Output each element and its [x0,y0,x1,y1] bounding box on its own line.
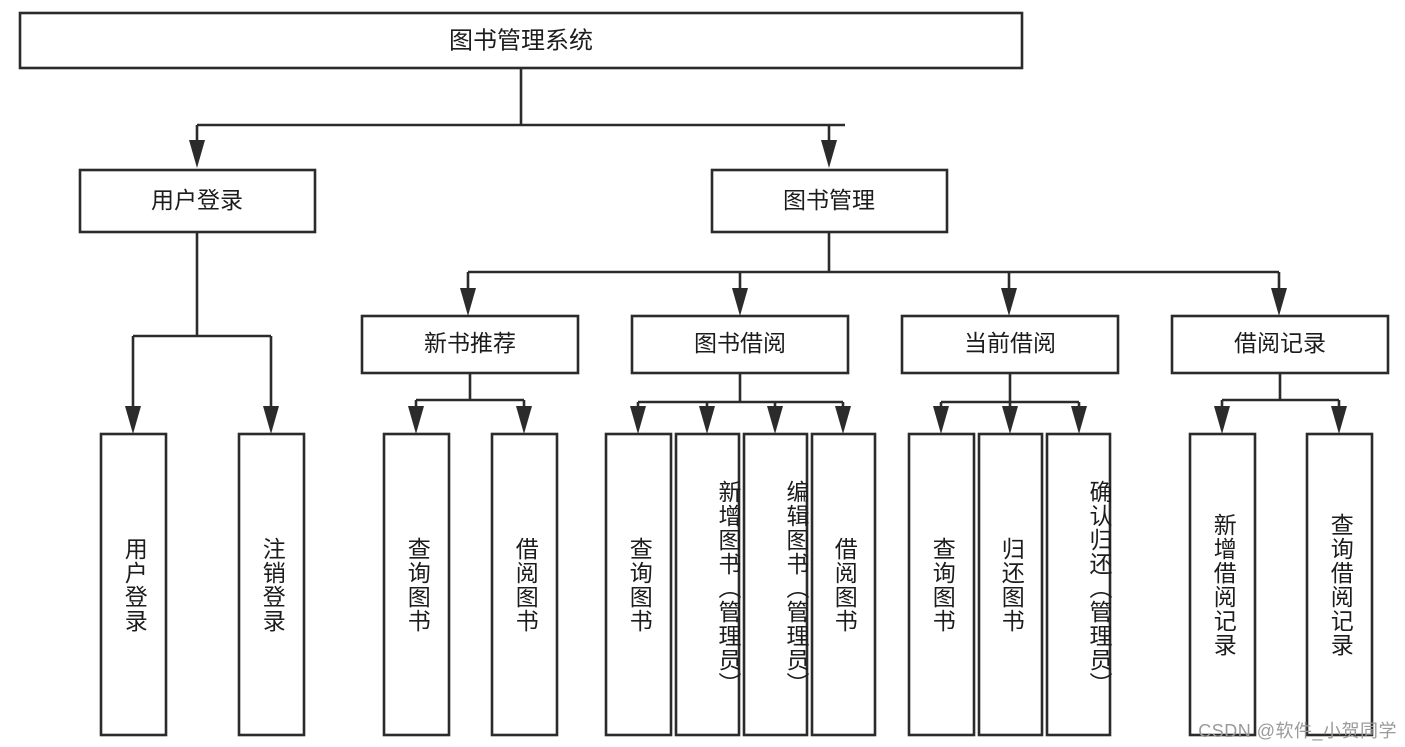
arrow-head-icon [835,406,851,434]
connector-userlogin-to-leaves [125,232,279,434]
leaf-box-query-book-3[interactable] [907,432,976,737]
arrow-head-icon [1271,288,1287,316]
node-current-borrow[interactable]: 当前借阅 [900,314,1120,375]
leaf-box-confirm-return[interactable] [1045,432,1112,737]
connector-currentborrow-to-leaves [933,373,1087,434]
arrow-head-icon [1002,406,1018,434]
leaf-box-edit-book[interactable] [742,432,809,737]
node-borrow-record[interactable]: 借阅记录 [1170,314,1390,375]
node-book-management[interactable]: 图书管理 [710,168,949,234]
node-root-label: 图书管理系统 [449,27,593,54]
leaf-box-borrow-book-2[interactable] [810,432,877,737]
leaf-box-add-book[interactable] [674,432,741,737]
arrow-head-icon [460,288,476,316]
arrow-head-icon [1214,406,1230,434]
leaf-box-return-book[interactable] [977,432,1044,737]
leaf-box-logout-login[interactable] [237,432,306,737]
arrow-head-icon [189,140,205,168]
arrow-head-icon [1071,406,1087,434]
node-new-book-recommend[interactable]: 新书推荐 [360,314,580,375]
connector-bookmanagement-to-level3 [460,232,1287,316]
node-new-book-recommend-label: 新书推荐 [424,330,516,356]
arrow-head-icon [263,406,279,434]
leaf-box-query-book-2[interactable] [604,432,673,737]
node-book-borrow[interactable]: 图书借阅 [630,314,850,375]
arrow-head-icon [699,406,715,434]
connector-borrowrecord-to-leaves [1214,373,1347,434]
connector-bookborrow-to-leaves [630,373,851,434]
arrow-head-icon [933,406,949,434]
node-current-borrow-label: 当前借阅 [964,330,1056,356]
arrow-head-icon [732,288,748,316]
arrow-head-icon [630,406,646,434]
node-user-login-label: 用户登录 [151,187,243,213]
node-book-borrow-label: 图书借阅 [694,330,786,356]
connector-newbook-to-leaves [408,373,532,434]
arrow-head-icon [821,140,837,168]
node-borrow-record-label: 借阅记录 [1234,330,1326,356]
node-book-management-label: 图书管理 [783,187,875,213]
arrow-head-icon [767,406,783,434]
leaf-box-add-borrow-record[interactable] [1188,432,1257,737]
leaf-box-user-login[interactable] [99,432,168,737]
arrow-head-icon [1331,406,1347,434]
arrow-head-icon [1001,288,1017,316]
leaf-box-query-book-1[interactable] [382,432,451,737]
node-user-login[interactable]: 用户登录 [78,168,317,234]
leaf-box-borrow-book-1[interactable] [490,432,559,737]
node-root-book-management-system[interactable]: 图书管理系统 [18,11,1024,70]
leaf-box-query-borrow-record[interactable] [1305,432,1374,737]
arrow-head-icon [125,406,141,434]
arrow-head-icon [408,406,424,434]
watermark-text: CSDN @软件_小贺同学 [1198,721,1397,741]
connector-root-to-level2 [189,68,845,168]
arrow-head-icon [516,406,532,434]
